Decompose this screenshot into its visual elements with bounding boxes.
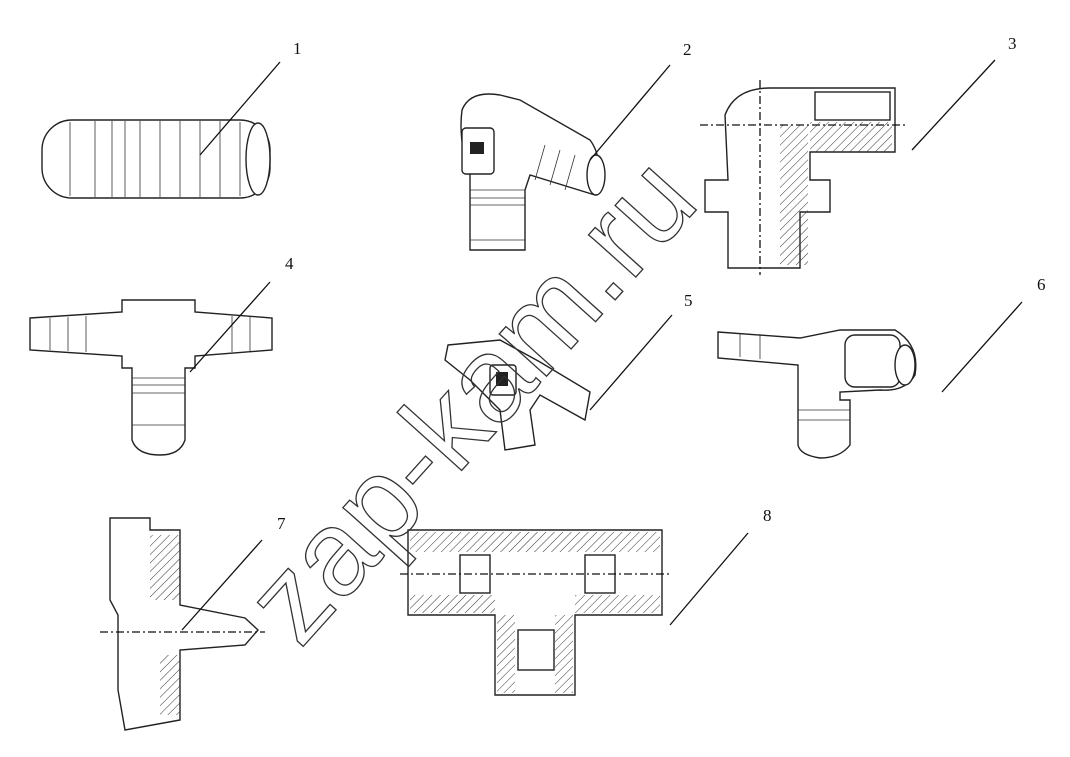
label-7: 7 (277, 514, 286, 533)
fitting-4-tee (29, 299, 273, 456)
label-2: 2 (683, 40, 692, 59)
label-4: 4 (285, 254, 294, 273)
label-1: 1 (293, 39, 302, 58)
fitting-2-elbow (460, 93, 606, 251)
fitting-6-tee-cap (717, 329, 917, 459)
fitting-7-section (100, 517, 265, 731)
label-3: 3 (1008, 34, 1017, 53)
fitting-3-elbow-section (700, 80, 905, 275)
label-8: 8 (763, 506, 772, 525)
label-6: 6 (1037, 275, 1046, 294)
fitting-8-tee-section (400, 529, 670, 696)
leader-lines (181, 59, 1023, 631)
label-5: 5 (684, 291, 693, 310)
fitting-5-tee (444, 339, 591, 451)
fitting-1-straight-connector (41, 119, 271, 199)
